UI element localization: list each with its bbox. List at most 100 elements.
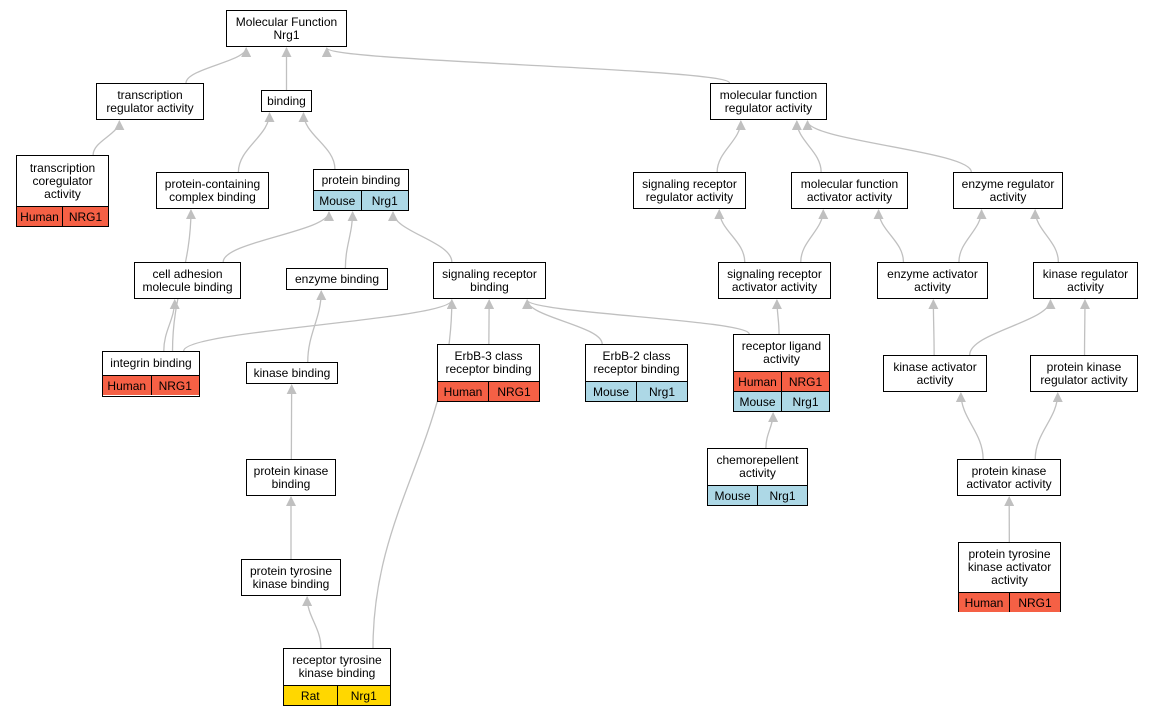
edge-rtkb-to-ptkb (302, 596, 322, 649)
edge-tra-to-mf (185, 47, 252, 84)
term-label: enzyme activator activity (887, 267, 978, 294)
term-label: binding (267, 94, 306, 108)
term-node-srb[interactable]: signaling receptor binding (433, 262, 546, 299)
gene-cell: NRG1 (488, 382, 539, 401)
term-label: kinase binding (253, 366, 331, 380)
term-node-eb[interactable]: enzyme binding (286, 268, 388, 290)
edge-pb-to-binding (298, 112, 336, 170)
gene-cell: Nrg1 (757, 486, 807, 505)
term-node-mfra[interactable]: molecular function regulator activity (710, 83, 827, 120)
term-node-ptkb[interactable]: protein tyrosine kinase binding (241, 559, 341, 596)
term-node-pkra[interactable]: protein kinase regulator activity (1030, 355, 1138, 392)
gene-cell: Nrg1 (360, 191, 408, 210)
edge-mfaa-to-mfra (791, 120, 822, 173)
term-node-camb[interactable]: cell adhesion molecule binding (134, 262, 241, 299)
term-node-eaa[interactable]: enzyme activator activity (877, 262, 988, 299)
edge-ib-to-srb (183, 299, 457, 352)
term-node-sraa[interactable]: signaling receptor activator activity (718, 262, 831, 299)
term-label: transcription regulator activity (106, 88, 194, 115)
edge-eaa-to-era (958, 209, 987, 263)
species-cell: Mouse (586, 382, 636, 401)
edge-mfra-to-mf (322, 47, 731, 84)
species-cell: Mouse (314, 191, 361, 210)
edge-pkaa-to-kaa (955, 392, 984, 460)
edge-camb-to-pb (222, 211, 334, 263)
edge-rla-to-sraa (771, 299, 782, 335)
edge-sraa-to-mfaa (800, 209, 829, 263)
species-cell: Mouse (708, 486, 757, 505)
term-label: signaling receptor activator activity (727, 267, 822, 294)
edge-pcb-to-binding (237, 112, 275, 173)
term-node-kb[interactable]: kinase binding (246, 362, 338, 384)
term-label: enzyme binding (294, 272, 380, 286)
term-node-pkb[interactable]: protein kinase binding (246, 459, 336, 496)
edge-sraa-to-srra (714, 209, 746, 263)
term-label: cell adhesion molecule binding (142, 267, 233, 294)
term-label: kinase regulator activity (1042, 267, 1129, 294)
term-node-era[interactable]: enzyme regulator activity (953, 172, 1063, 209)
term-node-srra[interactable]: signaling receptor regulator activity (633, 172, 746, 209)
term-label: molecular function regulator activity (719, 88, 818, 115)
species-cell: Human (734, 372, 781, 391)
term-node-kra[interactable]: kinase regulator activity (1033, 262, 1138, 299)
term-label: ErbB-3 class receptor binding (445, 349, 532, 376)
edge-kaa-to-eaa (928, 299, 939, 356)
term-label: protein binding (321, 172, 401, 187)
term-node-ptkaa[interactable]: protein tyrosine kinase activator activi… (958, 542, 1061, 612)
edge-kb-to-eb (307, 290, 327, 363)
term-label: protein tyrosine kinase activator activi… (967, 547, 1052, 587)
term-label: protein kinase activator activity (966, 464, 1052, 491)
edge-srb-to-pb (388, 211, 453, 263)
edge-erbb2-to-srb (522, 299, 603, 345)
edge-kra-to-era (1030, 209, 1060, 263)
term-node-pkaa[interactable]: protein kinase activator activity (957, 459, 1061, 496)
edge-srra-to-mfra (716, 120, 746, 173)
species-cell: Human (17, 207, 62, 226)
gene-cell: NRG1 (1009, 593, 1060, 612)
term-label: chemorepellent activity (716, 453, 799, 480)
term-label: protein kinase binding (253, 464, 329, 491)
edge-pkaa-to-pkra (1034, 392, 1063, 460)
term-node-tra[interactable]: transcription regulator activity (96, 83, 204, 120)
term-label: receptor ligand activity (741, 339, 822, 366)
term-node-mf[interactable]: Molecular Function Nrg1 (226, 10, 347, 47)
term-label: kinase activator activity (893, 360, 977, 387)
term-label: integrin binding (110, 356, 192, 370)
species-cell: Human (103, 376, 151, 395)
term-node-mfaa[interactable]: molecular function activator activity (791, 172, 908, 209)
species-cell: Rat (284, 686, 337, 705)
term-label: molecular function activator activity (800, 177, 899, 204)
term-node-binding[interactable]: binding (261, 90, 312, 112)
term-label: protein-containing complex binding (164, 177, 261, 204)
edge-rla-to-srb (522, 299, 750, 335)
gene-cell: Nrg1 (781, 392, 829, 411)
term-label: protein tyrosine kinase binding (249, 564, 333, 591)
edge-chemo-to-rla (765, 412, 779, 449)
gene-cell: Nrg1 (336, 686, 390, 705)
gene-cell: Nrg1 (636, 382, 687, 401)
gene-cell: NRG1 (781, 372, 829, 391)
gene-cell: NRG1 (150, 376, 199, 395)
term-label: signaling receptor regulator activity (642, 177, 737, 204)
term-label: transcription coregulator activity (29, 160, 96, 201)
term-node-pcb[interactable]: protein-containing complex binding (156, 172, 269, 209)
term-label: receptor tyrosine kinase binding (292, 653, 382, 680)
term-label: protein kinase regulator activity (1040, 360, 1128, 387)
term-label: enzyme regulator activity (961, 177, 1055, 204)
term-node-kaa[interactable]: kinase activator activity (883, 355, 987, 392)
